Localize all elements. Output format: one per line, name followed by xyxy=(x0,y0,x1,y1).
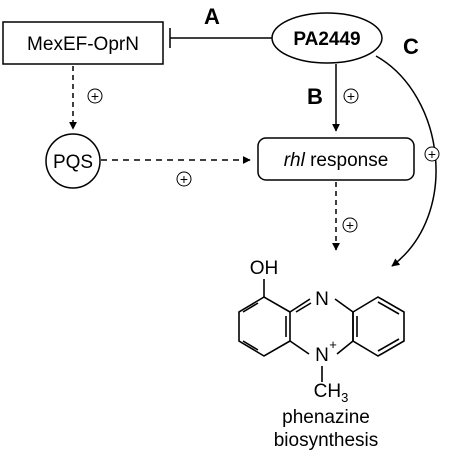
edge-mexef-to-pqs: + xyxy=(69,66,103,130)
node-mexef-label: MexEF-OprN xyxy=(27,34,139,55)
edge-rhl-to-phenazine: + xyxy=(332,182,358,251)
plus-sign: + xyxy=(91,88,99,104)
nitrogen-bottom-label: N xyxy=(315,345,329,366)
methyl-label: CH3 xyxy=(314,381,349,405)
plus-sign: + xyxy=(180,171,188,187)
edge-label-b: B xyxy=(307,84,323,109)
nitrogen-top-label: N xyxy=(315,289,329,310)
node-rhl-label: rhl response xyxy=(284,150,389,171)
nitrogen-charge-label: + xyxy=(329,337,337,352)
phenazine-label-line2: biosynthesis xyxy=(274,430,379,451)
hydroxyl-label: OH xyxy=(250,258,279,279)
node-pqs: PQS xyxy=(45,133,101,189)
node-mexef-oprn: MexEF-OprN xyxy=(2,21,164,65)
phenazine-label-line1: phenazine xyxy=(282,407,370,428)
node-rhl-response: rhl response xyxy=(257,137,415,181)
node-pa2449-label: PA2449 xyxy=(293,29,360,50)
phenazine-structure xyxy=(238,279,405,382)
edge-c-activation: C + xyxy=(375,34,440,267)
plus-sign: + xyxy=(428,146,436,162)
edge-b-activation: B + xyxy=(307,64,359,132)
edge-label-c: C xyxy=(403,34,419,59)
edge-a-inhibition: A xyxy=(169,4,272,48)
node-pqs-label: PQS xyxy=(53,152,93,173)
plus-sign: + xyxy=(347,88,355,104)
plus-sign: + xyxy=(346,217,354,233)
node-pa2449: PA2449 xyxy=(271,12,383,64)
edge-pqs-to-rhl: + xyxy=(101,156,251,187)
edge-label-a: A xyxy=(204,4,220,29)
